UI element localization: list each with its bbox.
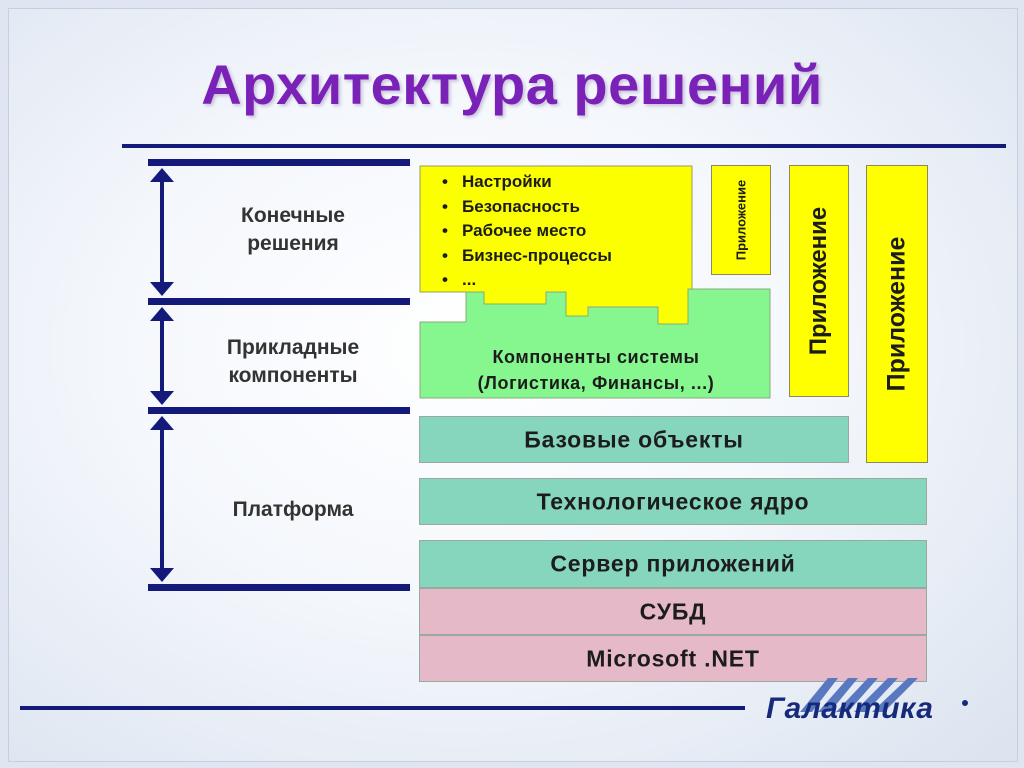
dbms-layer: СУБД [419,588,927,635]
layer-divider-bottom [148,584,410,591]
arrow-down-icon [150,391,174,405]
layer-divider-2 [148,407,410,414]
components-label: Компоненты системы (Логистика, Финансы, … [477,347,715,393]
layer-label-end-solutions: Конечные решения [241,204,345,255]
galaktika-logo: Галактика [756,678,996,730]
application-box-small: Приложение [711,165,771,275]
title-underline [122,144,1006,148]
app-server-layer: Сервер приложений [419,540,927,588]
base-objects-label: Базовые объекты [524,426,744,452]
end-solutions-list: Настройки Безопасность Рабочее место Биз… [440,170,612,293]
footer-line [20,706,745,710]
layer-label-platform: Платформа [232,498,354,521]
application-label: Приложение [882,236,911,392]
base-objects-layer: Базовые объекты [419,416,849,463]
app-server-label: Сервер приложений [550,550,796,577]
logo-stripes-icon [800,678,918,712]
tech-core-label: Технологическое ядро [536,488,810,514]
applied-components-span-arrow [150,307,174,405]
logo-text: Галактика [766,692,934,725]
end-solutions-span-arrow [150,168,174,296]
arrow-up-icon [150,168,174,182]
slide-title: Архитектура решений [201,53,823,116]
dotnet-label: Microsoft .NET [586,645,760,671]
list-item: Рабочее место [440,219,612,244]
dbms-label: СУБД [639,598,707,624]
application-box-large: Приложение [866,165,928,463]
application-label: Приложение [733,179,749,261]
layer-label-applied-components: Прикладные компоненты [226,336,360,387]
list-item: Настройки [440,170,612,195]
logo-dot [962,700,968,706]
arrow-up-icon [150,307,174,321]
platform-span-arrow [150,416,174,582]
application-box-medium: Приложение [789,165,849,397]
dotnet-layer: Microsoft .NET [419,635,927,682]
application-label: Приложение [805,206,832,356]
list-item: Бизнес-процессы [440,244,612,269]
tech-core-layer: Технологическое ядро [419,478,927,525]
arrow-up-icon [150,416,174,430]
arrow-down-icon [150,568,174,582]
layer-divider-1 [148,298,410,305]
list-item: Безопасность [440,195,612,220]
arrow-down-icon [150,282,174,296]
layer-divider-top [148,159,410,166]
list-item: ... [440,268,612,293]
